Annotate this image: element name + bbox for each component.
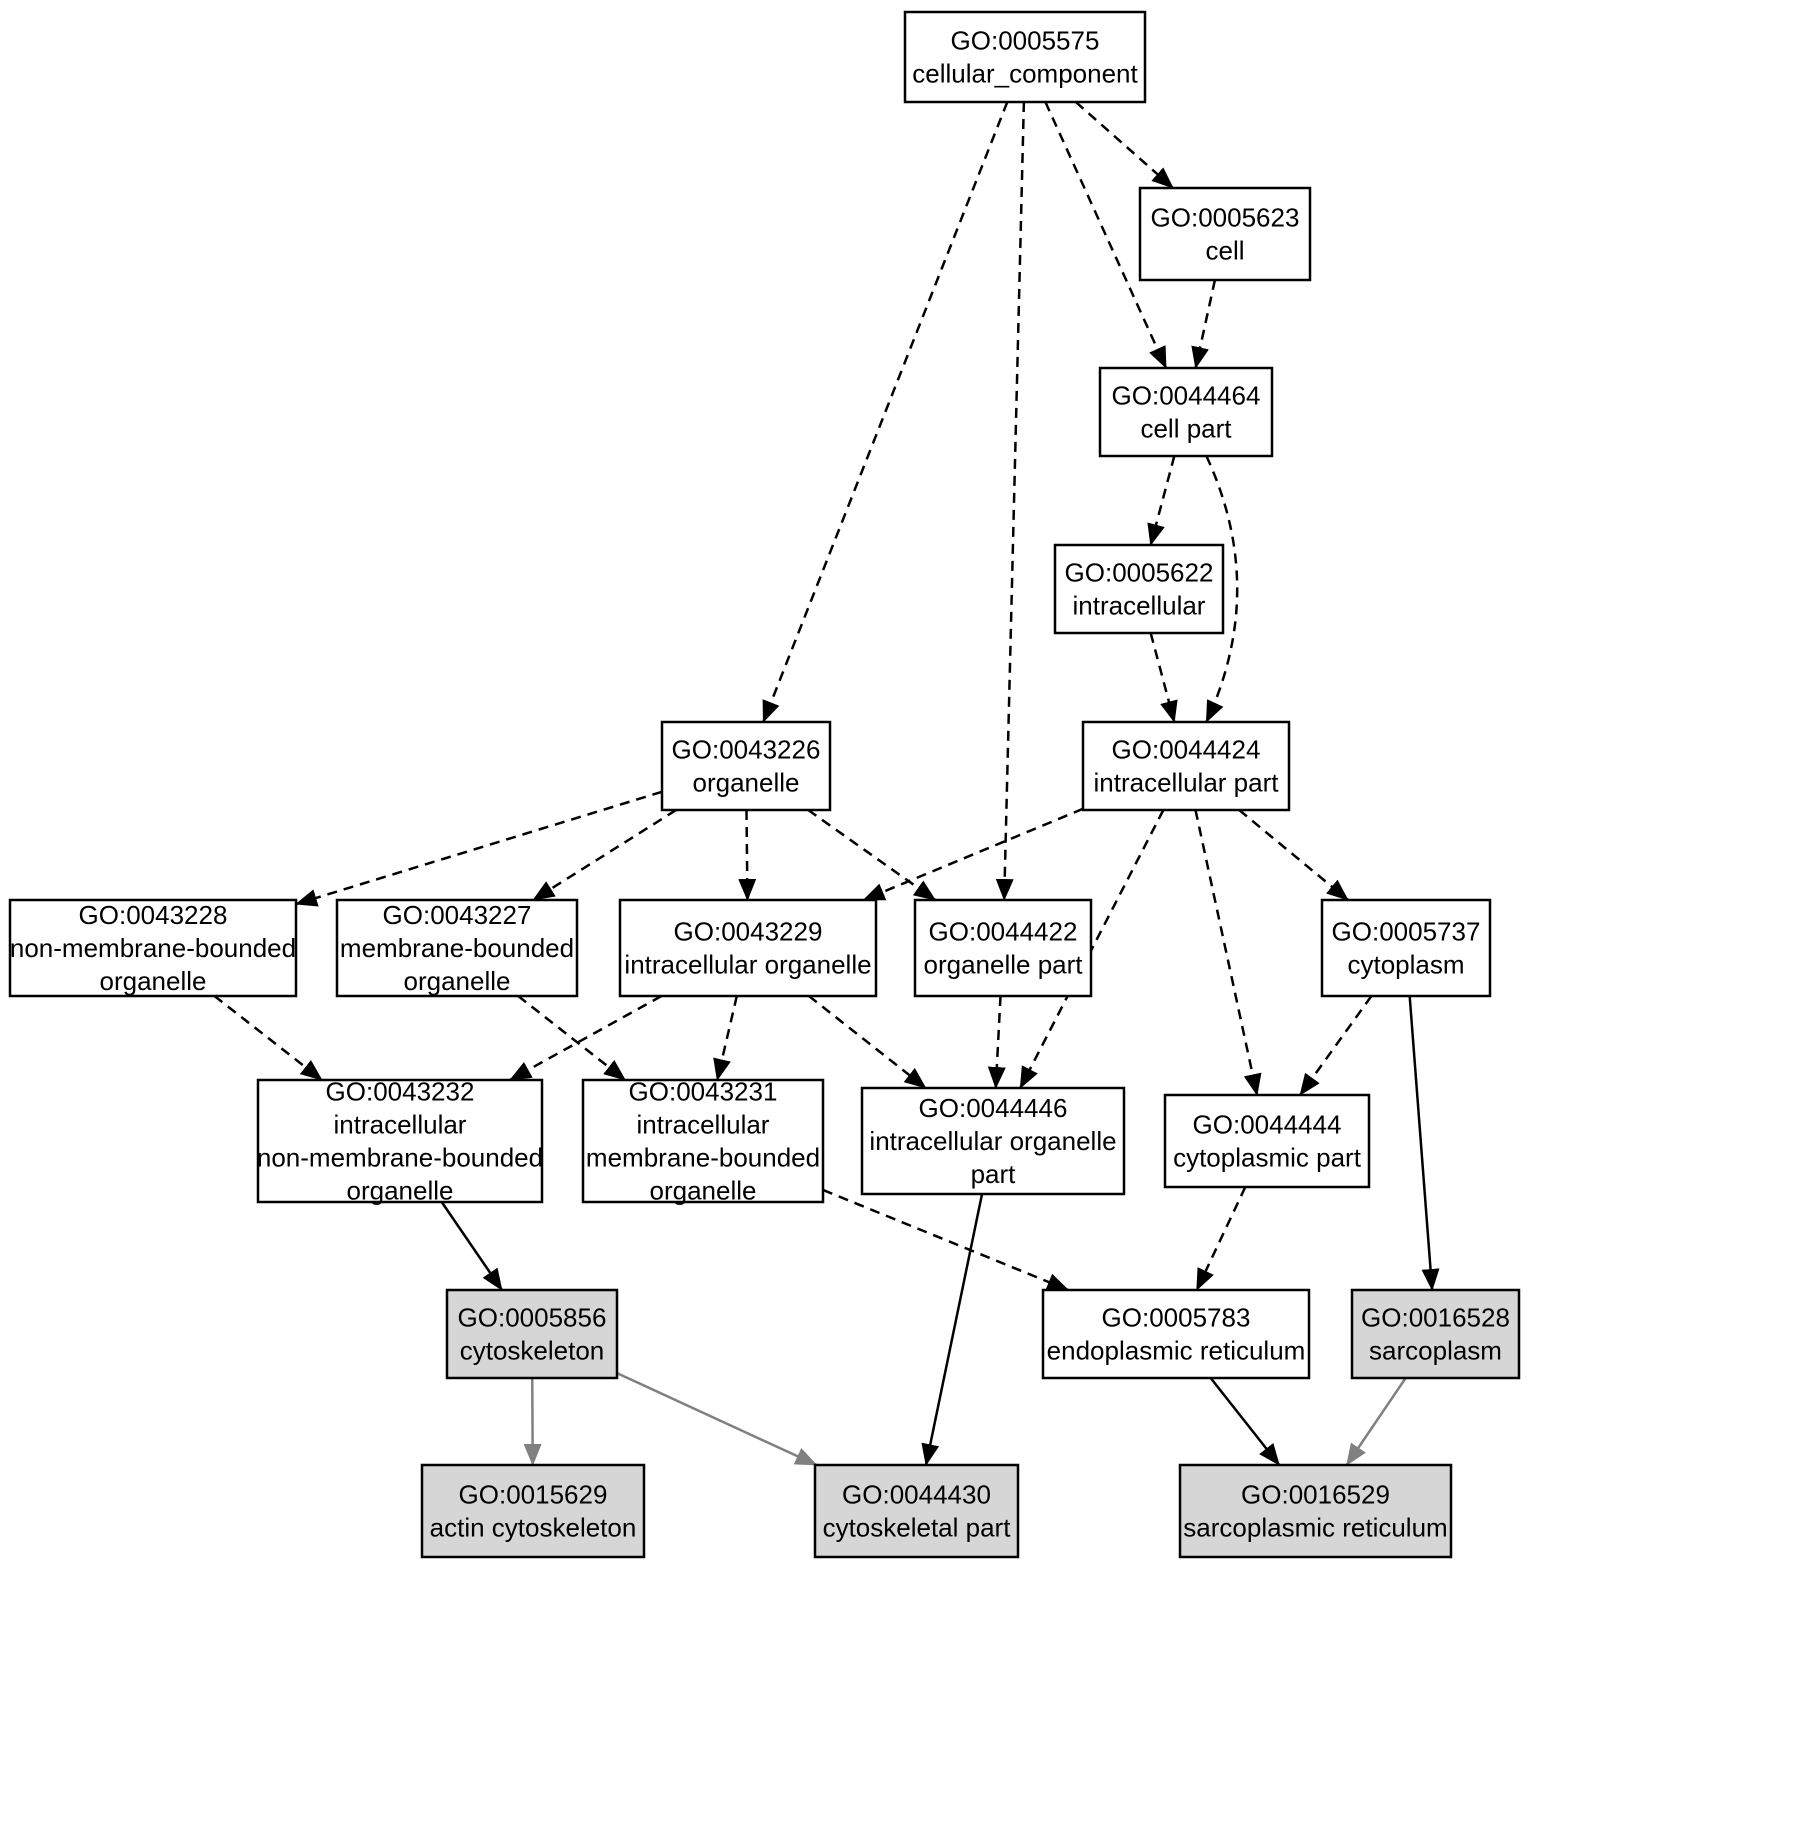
node-box xyxy=(256,1078,544,1204)
edge-go-0005737-to-go-0044444 xyxy=(1299,995,1373,1096)
edge-go-0043232-to-go-0005856 xyxy=(440,1201,503,1291)
edge-go-0005737-to-go-0016528 xyxy=(1408,995,1440,1291)
edge-go-0043226-to-go-0043229 xyxy=(738,809,757,901)
node-box xyxy=(1163,1093,1371,1189)
node-box xyxy=(1350,1288,1521,1380)
node-box xyxy=(8,898,298,998)
edge-go-0043229-to-go-0043232 xyxy=(509,994,663,1082)
edge-go-0044464-to-go-0005622 xyxy=(1147,455,1176,546)
node-box xyxy=(335,898,579,998)
edge-go-0005575-to-go-0044422 xyxy=(995,101,1026,901)
node-box xyxy=(1138,186,1312,282)
node-box xyxy=(581,1078,825,1204)
edge-go-0044446-to-go-0044430 xyxy=(921,1193,984,1466)
edge-go-0044424-to-go-0005737 xyxy=(1238,809,1349,901)
node-box xyxy=(913,898,1093,998)
node-box xyxy=(1081,720,1291,812)
edge-go-0043226-to-go-0044422 xyxy=(807,808,937,902)
edge-go-0005623-to-go-0044464 xyxy=(1191,279,1217,369)
node-box xyxy=(1178,1463,1453,1559)
edge-go-0044422-to-go-0044446 xyxy=(987,995,1006,1089)
edge-go-0016528-to-go-0016529 xyxy=(1345,1377,1407,1466)
node-box xyxy=(1098,366,1274,458)
node-box xyxy=(903,10,1147,104)
node-box xyxy=(1320,898,1492,998)
edge-go-0005856-to-go-0044430 xyxy=(616,1371,818,1467)
edge-go-0044424-to-go-0043229 xyxy=(862,807,1084,902)
node-box xyxy=(1053,543,1225,635)
node-box xyxy=(1041,1288,1311,1380)
edge-layer xyxy=(213,101,1440,1467)
node-box xyxy=(445,1288,619,1380)
edge-go-0005622-to-go-0044424 xyxy=(1149,632,1178,723)
node-box xyxy=(420,1463,646,1559)
node-box xyxy=(813,1463,1020,1559)
node-box xyxy=(660,720,832,812)
edge-go-0043226-to-go-0043227 xyxy=(532,808,677,902)
edge-go-0043228-to-go-0043232 xyxy=(213,995,323,1081)
edge-go-0043229-to-go-0043231 xyxy=(713,995,739,1081)
edge-go-0005783-to-go-0016529 xyxy=(1209,1377,1281,1466)
edge-go-0044444-to-go-0005783 xyxy=(1195,1186,1247,1291)
edge-go-0005575-to-go-0005623 xyxy=(1075,101,1174,189)
edge-go-0044464-to-go-0044424 xyxy=(1205,455,1239,723)
edge-go-0005575-to-go-0044464 xyxy=(1044,101,1168,369)
edge-go-0043231-to-go-0005783 xyxy=(822,1188,1070,1292)
node-box xyxy=(618,898,878,998)
edge-go-0005575-to-go-0043226 xyxy=(762,101,1009,723)
edge-go-0043226-to-go-0043228 xyxy=(295,790,663,907)
edge-go-0044424-to-go-0044444 xyxy=(1194,809,1262,1096)
node-box xyxy=(860,1086,1126,1196)
edge-go-0043227-to-go-0043231 xyxy=(517,995,627,1081)
edge-go-0043229-to-go-0044446 xyxy=(808,995,927,1089)
